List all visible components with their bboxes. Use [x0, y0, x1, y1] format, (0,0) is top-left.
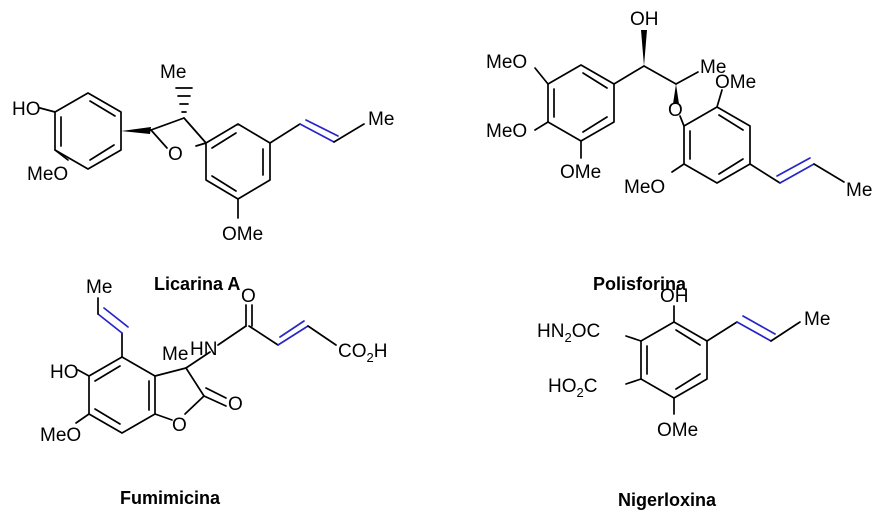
methyl-label: Me: [162, 344, 188, 365]
carbonyl-oxygen-label: O: [228, 394, 243, 415]
fumimicina-name: Fumimicina: [120, 488, 221, 508]
hashed-bond: [175, 87, 193, 113]
co2h-label: CO2H: [338, 341, 387, 365]
fumimicina-structure: Me HO MeO Me HN O CO2H O O Fumimicina: [40, 277, 387, 508]
nigerloxina-structure: OH HN2OC Me HO2C OMe Nigerloxina: [537, 286, 830, 510]
ome-label: OMe: [657, 420, 698, 441]
meo-label-1: MeO: [486, 52, 527, 73]
methyl-label: Me: [160, 62, 186, 83]
polisforina-name: Polisforina: [593, 274, 687, 294]
meo-label-2: MeO: [486, 121, 527, 142]
licarina-a-name: Licarina A: [154, 274, 240, 294]
oh-label: OH: [630, 9, 659, 30]
licarina-a-structure: HO MeO Me O OMe Me Licarina A: [12, 62, 394, 294]
methyl-label: Me: [804, 309, 830, 330]
ome-label: OMe: [222, 224, 263, 245]
oxygen-label: O: [168, 144, 183, 165]
nigerloxina-name: Nigerloxina: [618, 490, 717, 510]
methyl-top-label: Me: [86, 277, 112, 298]
ho-label: HO: [12, 99, 41, 120]
methyl-label: Me: [700, 57, 726, 78]
meo-label-3: MeO: [624, 177, 665, 198]
hn2oc-label: HN2OC: [537, 321, 600, 345]
meo-label: MeO: [40, 425, 81, 446]
ho-label: HO: [50, 362, 79, 383]
methyl-end-label: Me: [846, 180, 872, 201]
ho2c-label: HO2C: [548, 376, 597, 400]
amide-oxygen-label: O: [241, 286, 256, 307]
oh-label: OH: [660, 286, 689, 307]
polisforina-structure: OH MeO MeO OMe Me O OMe MeO Me Polisfori…: [486, 9, 872, 294]
ether-oxygen-label: O: [668, 100, 683, 121]
methyl-end-label: Me: [368, 109, 394, 130]
meo-label: MeO: [27, 164, 68, 185]
ome-right-label: OMe: [715, 72, 756, 93]
hn-label: HN: [190, 339, 217, 360]
ome-bottom-label: OMe: [560, 162, 601, 183]
ring-oxygen-label: O: [172, 415, 187, 436]
